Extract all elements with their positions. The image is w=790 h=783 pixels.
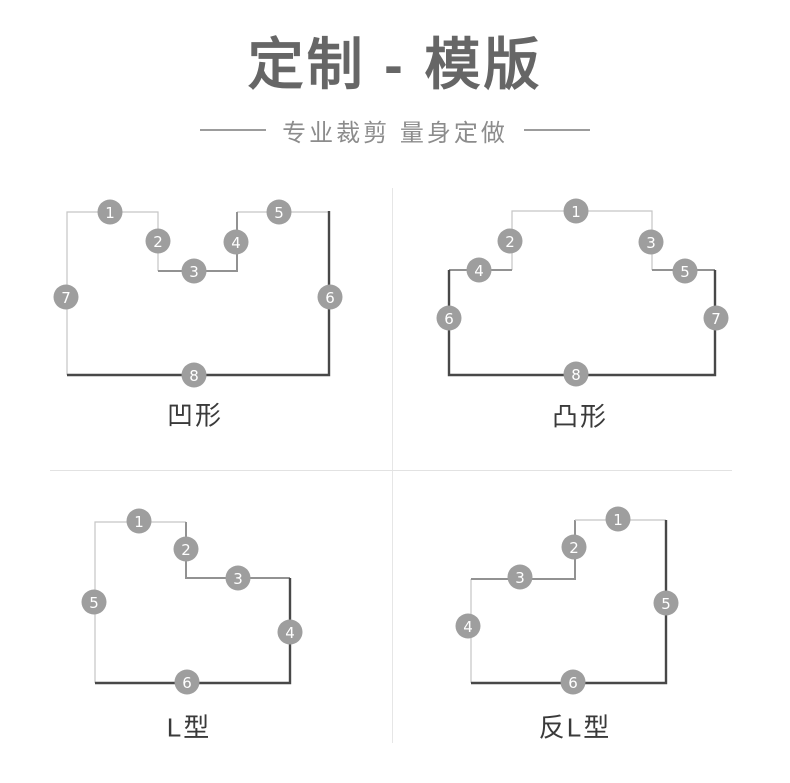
page-title: 定制 - 模版: [247, 33, 543, 96]
reverse-l-shape-outline-segment: [471, 520, 668, 685]
reverse-l-shape-edge-marker-number: 5: [661, 595, 671, 613]
concave-edge-marker-1: [97, 199, 123, 225]
l-shape-edge-marker-6: [174, 669, 200, 695]
concave-edge-marker-7: [53, 284, 79, 310]
l-shape-edge-marker-number: 3: [233, 570, 243, 588]
reverse-l-shape-edge-marker-number: 1: [613, 511, 623, 529]
diagram-label-reverse-l-shape: 反L型: [538, 712, 612, 743]
convex-edge-marker-number: 5: [680, 263, 690, 281]
l-shape-edge-marker-5: [81, 589, 107, 615]
reverse-l-shape-edge-marker-number: 6: [568, 674, 578, 692]
concave-edge-marker-number: 8: [189, 367, 199, 385]
convex-edge-marker-6: [436, 305, 462, 331]
reverse-l-shape-edge-marker-1: [605, 506, 631, 532]
convex-edge-marker-number: 1: [571, 203, 581, 221]
convex-edge-marker-number: 6: [444, 310, 454, 328]
convex-edge-marker-number: 4: [474, 262, 484, 280]
diagram-label-concave: 凹形: [166, 400, 224, 431]
reverse-l-shape-edge-marker-4: [455, 613, 481, 639]
convex-edge-marker-number: 8: [571, 366, 581, 384]
concave-edge-marker-number: 1: [105, 204, 115, 222]
concave-edge-marker-8: [181, 362, 207, 388]
convex-edge-marker-number: 7: [711, 310, 721, 328]
vertical-divider: [392, 188, 393, 743]
l-shape-edge-marker-number: 1: [134, 513, 144, 531]
concave-edge-marker-number: 6: [325, 289, 335, 307]
concave-edge-marker-6: [317, 284, 343, 310]
concave-edge-marker-number: 5: [274, 204, 284, 222]
l-shape-edge-marker-2: [173, 536, 199, 562]
convex-edge-marker-7: [703, 305, 729, 331]
reverse-l-shape-edge-marker-6: [560, 669, 586, 695]
convex-outline-segment: [447, 270, 717, 377]
l-shape-edge-marker-3: [225, 565, 251, 591]
convex-edge-marker-number: 2: [505, 233, 515, 251]
convex-edge-marker-1: [563, 198, 589, 224]
diagram-label-l-shape: L型: [166, 712, 212, 743]
horizontal-divider: [50, 470, 732, 471]
reverse-l-shape-edge-marker-3: [507, 564, 533, 590]
l-shape-edge-marker-1: [126, 508, 152, 534]
reverse-l-shape-edge-marker-2: [561, 534, 587, 560]
l-shape-edge-marker-number: 2: [181, 541, 191, 559]
convex-edge-marker-5: [672, 258, 698, 284]
convex-edge-marker-2: [497, 228, 523, 254]
convex-edge-marker-number: 3: [646, 234, 656, 252]
diagram-label-convex: 凸形: [551, 401, 609, 432]
subtitle-row: 专业裁剪 量身定做: [0, 113, 790, 148]
concave-edge-marker-2: [145, 228, 171, 254]
header: 定制 - 模版 专业裁剪 量身定做: [0, 0, 790, 148]
page-subtitle: 专业裁剪 量身定做: [282, 119, 508, 147]
concave-outline-segment: [66, 211, 159, 375]
convex-edge-marker-8: [563, 361, 589, 387]
l-shape-edge-marker-4: [277, 619, 303, 645]
concave-edge-marker-number: 3: [189, 263, 199, 281]
convex-edge-marker-3: [638, 229, 664, 255]
l-shape-outline-segment: [95, 578, 292, 685]
concave-edge-marker-5: [266, 199, 292, 225]
l-shape-edge-marker-number: 4: [285, 624, 295, 642]
reverse-l-shape-edge-marker-number: 2: [569, 539, 579, 557]
l-shape-edge-marker-number: 5: [89, 594, 99, 612]
concave-edge-marker-3: [181, 258, 207, 284]
reverse-l-shape-edge-marker-5: [653, 590, 679, 616]
concave-edge-marker-4: [223, 229, 249, 255]
convex-edge-marker-4: [466, 257, 492, 283]
reverse-l-shape-edge-marker-number: 4: [463, 618, 473, 636]
subtitle-line-left: [200, 129, 267, 132]
concave-edge-marker-number: 7: [61, 289, 71, 307]
concave-edge-marker-number: 2: [153, 233, 163, 251]
concave-edge-marker-number: 4: [231, 234, 241, 252]
reverse-l-shape-edge-marker-number: 3: [515, 569, 525, 587]
concave-outline-segment: [67, 211, 331, 377]
l-shape-outline-segment: [94, 521, 186, 683]
subtitle-line-right: [523, 129, 590, 132]
l-shape-edge-marker-number: 6: [182, 674, 192, 692]
